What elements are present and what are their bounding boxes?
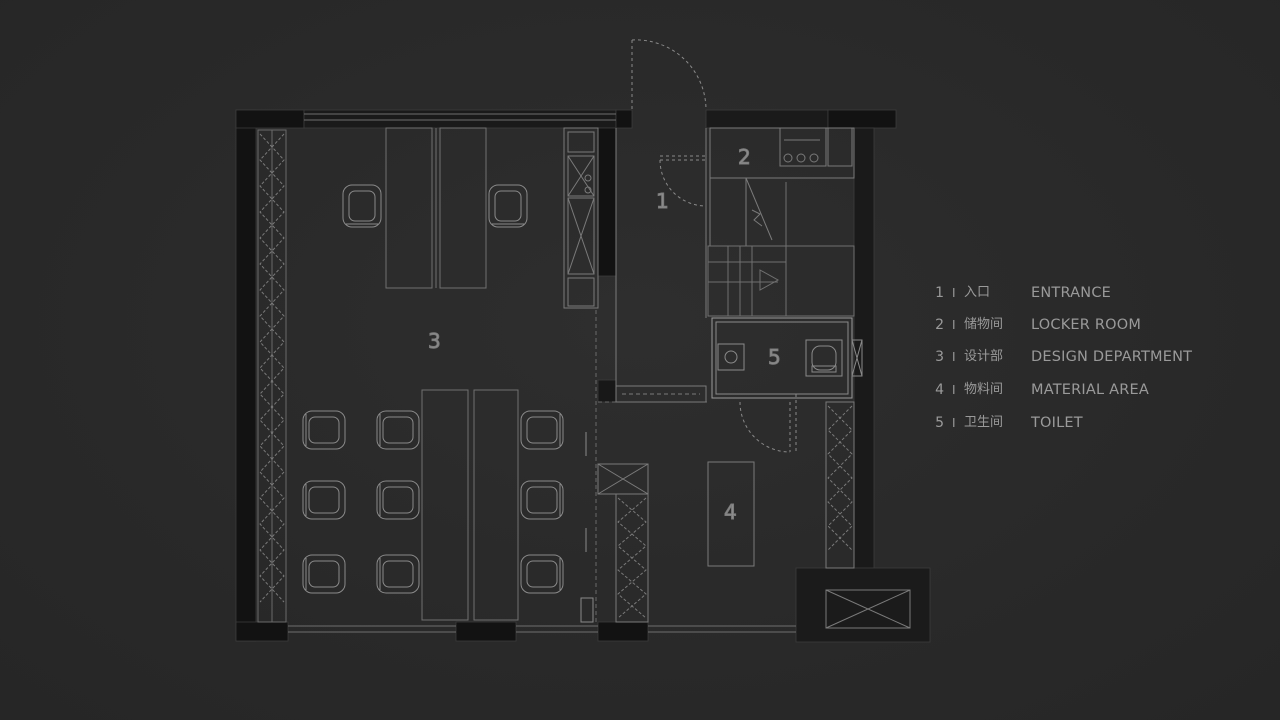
- chair-icon: [520, 480, 564, 520]
- chair-icon: [342, 184, 382, 228]
- left-storage-shelving: [257, 129, 287, 623]
- toilet-room: [711, 317, 863, 399]
- legend-english-label: TOILET: [1031, 415, 1083, 431]
- right-storage-pattern: [827, 405, 853, 551]
- chair-icon: [302, 410, 346, 450]
- material-storage-left: [597, 463, 649, 623]
- corridor-walls: [615, 128, 711, 402]
- toilet-door: [739, 394, 797, 453]
- legend-english-label: MATERIAL AREA: [1031, 382, 1149, 398]
- legend-chinese-label: 入口: [964, 285, 991, 300]
- room-label-2: 2: [738, 145, 751, 169]
- legend-english-label: LOCKER ROOM: [1031, 317, 1142, 333]
- chair-icon: [376, 480, 420, 520]
- chairs: [302, 184, 564, 594]
- lower-desks: [421, 389, 519, 621]
- room-label-1: 1: [656, 189, 669, 213]
- legend-chinese-label: 物料间: [964, 382, 1004, 397]
- legend-separator: I: [952, 318, 956, 332]
- legend-english-label: DESIGN DEPARTMENT: [1031, 349, 1193, 365]
- corridor-counter: [615, 385, 707, 403]
- bottom-right-storage: [825, 589, 911, 629]
- legend-separator: I: [952, 383, 956, 397]
- dashed-partition: [595, 310, 708, 622]
- material-storage-right: [825, 401, 855, 569]
- entrance-door: [631, 39, 707, 111]
- entrance-inner-door: [659, 155, 707, 207]
- legend-separator: I: [952, 350, 956, 364]
- room-label-5: 5: [768, 345, 781, 369]
- windows: [288, 113, 796, 633]
- legend-separator: I: [952, 286, 956, 300]
- legend-chinese-label: 储物间: [964, 317, 1004, 332]
- room-label-3: 3: [428, 329, 441, 353]
- legend-chinese-label: 卫生间: [964, 415, 1004, 430]
- legend-number: 2: [935, 317, 944, 333]
- legend-chinese-label: 设计部: [964, 349, 1004, 364]
- legend-separator: I: [952, 416, 956, 430]
- cabinet-column: [563, 127, 599, 309]
- chair-icon: [520, 410, 564, 450]
- chair-icon: [302, 554, 346, 594]
- small-markers: [580, 432, 594, 623]
- chair-icon: [488, 184, 528, 228]
- legend-number: 1: [935, 285, 944, 301]
- stairs: [707, 182, 855, 317]
- legend-number: 3: [935, 349, 944, 365]
- legend-number: 4: [935, 382, 944, 398]
- outer-walls: [235, 109, 931, 643]
- material-table: [707, 461, 755, 567]
- upper-desks: [385, 127, 487, 289]
- chair-icon: [376, 410, 420, 450]
- legend-number: 5: [935, 415, 944, 431]
- locker-room: [709, 127, 855, 246]
- material-storage-pattern: [617, 497, 647, 619]
- left-storage-pattern: [259, 133, 285, 603]
- chair-icon: [376, 554, 420, 594]
- room-label-4: 4: [724, 500, 737, 524]
- legend-english-label: ENTRANCE: [1031, 285, 1112, 301]
- chair-icon: [520, 554, 564, 594]
- chair-icon: [302, 480, 346, 520]
